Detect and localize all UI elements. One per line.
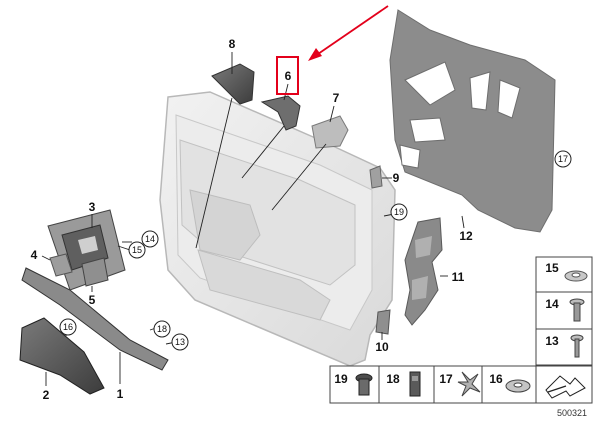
circled-label-16: 16 [59,318,77,336]
label-8: 8 [229,37,236,51]
label-9: 9 [393,171,400,185]
cover-part-7 [311,115,349,149]
highlight-annotation [276,5,389,95]
part-labels: 8 6 7 9 12 11 10 3 4 5 1 2 [31,37,473,402]
reference-number: 500321 [557,408,587,418]
highlight-box [276,56,299,95]
label-11: 11 [452,270,465,284]
trim-part-5 [81,257,109,287]
lock-washer-icon-16 [505,379,531,393]
legend-right-column: 15 14 13 [535,256,593,366]
svg-text:15: 15 [132,245,142,255]
trim-strip-part-1 [21,267,169,371]
label-1: 1 [117,387,124,401]
legend-label-18: 18 [386,372,400,386]
legend-label-14: 14 [545,297,559,311]
label-10: 10 [375,340,389,354]
highlight-arrow-line [317,5,389,55]
label-12: 12 [459,229,473,243]
label-3: 3 [89,200,96,214]
screw-icon-13 [570,334,584,358]
sound-insulation-part-12 [389,9,556,233]
circled-label-17: 17 [554,150,572,168]
label-4: 4 [31,248,38,262]
circled-labels: 17 19 14 15 16 18 13 [59,150,572,351]
door-trim-panel [159,91,396,367]
circled-label-13: 13 [171,333,189,351]
spring-nut-icon-17 [457,371,481,397]
legend-label-16: 16 [489,372,503,386]
arrow-legend-icon [545,375,586,399]
svg-text:17: 17 [558,154,568,164]
handle-insert-part-6 [260,95,301,131]
svg-text:14: 14 [145,234,155,244]
label-6: 6 [285,69,292,83]
label-5: 5 [89,293,96,307]
svg-text:18: 18 [157,324,167,334]
leader-lines [41,52,465,386]
svg-text:13: 13 [175,337,185,347]
highlight-arrow-head [308,48,322,61]
circled-label-19-upper: 19 [390,203,408,221]
screw-icon-14 [569,298,585,322]
tweeter-cover-part-8 [211,63,255,105]
legend-bottom-row: 19 18 17 16 [329,365,593,404]
clip-icon-18 [409,371,421,397]
lower-trim-part-2 [19,317,105,395]
svg-text:16: 16 [63,322,73,332]
legend-label-15: 15 [545,261,559,275]
clip-part-9 [369,165,383,189]
clip-part-10 [375,309,391,335]
label-7: 7 [333,91,340,105]
legend-label-13: 13 [545,334,559,348]
trim-part-4 [49,253,73,277]
legend-label-19: 19 [334,372,348,386]
legend-label-17: 17 [439,372,453,386]
push-rivet-icon-19 [355,373,373,396]
label-2: 2 [43,388,50,402]
circled-label-14: 14 [141,230,159,248]
circled-label-15: 15 [128,241,146,259]
bracket-part-11 [404,217,443,326]
circled-label-18: 18 [153,320,171,338]
svg-text:19: 19 [394,207,404,217]
